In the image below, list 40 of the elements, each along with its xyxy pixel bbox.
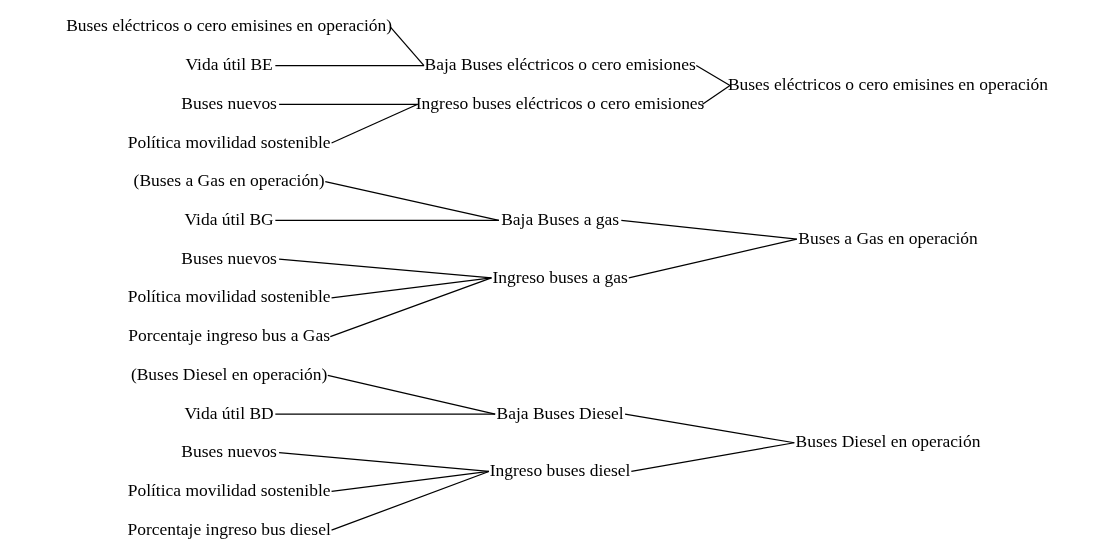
node-text: Ingreso buses eléctricos o cero emisiones — [415, 92, 705, 113]
connector — [624, 413, 795, 444]
connector — [274, 64, 425, 67]
connector — [329, 277, 493, 338]
connector — [620, 219, 798, 240]
node-text: Política movilidad sostenible — [127, 286, 331, 307]
node-text: Baja Buses eléctricos o cero emisiones — [424, 54, 696, 75]
connector — [330, 103, 419, 144]
node-text: Ingreso buses a gas — [492, 266, 628, 287]
node-text: Buses nuevos — [181, 441, 277, 462]
node-text: Política movilidad sostenible — [127, 480, 331, 501]
node-text: Buses a Gas en operación — [798, 227, 978, 248]
node-text: (Buses a Gas en operación) — [133, 170, 325, 191]
connector — [695, 64, 731, 87]
node-text: Buses nuevos — [181, 247, 277, 268]
node-text: Ingreso buses diesel — [489, 460, 631, 481]
node-text: Porcentaje ingreso bus diesel — [127, 518, 331, 539]
connector — [701, 84, 731, 105]
node-text: Buses Diesel en operación — [795, 431, 981, 452]
node-text: (Buses Diesel en operación) — [130, 363, 328, 384]
node-text: Buses eléctricos o cero emisines en operación — [727, 74, 1049, 95]
connector — [330, 470, 490, 531]
node-text: Baja Buses Diesel — [496, 402, 624, 423]
node-text: Vida útil BG — [184, 209, 274, 230]
node-text: Vida útil BE — [185, 54, 273, 75]
connector — [330, 277, 493, 299]
node-text: Política movilidad sostenible — [127, 131, 331, 152]
connector — [278, 103, 419, 105]
connector — [274, 413, 496, 415]
node-text: Porcentaje ingreso bus a Gas — [128, 325, 331, 346]
node-text: Buses eléctricos o cero emisines en operación) — [66, 15, 393, 36]
node-text: Buses nuevos — [181, 92, 277, 113]
connector — [330, 470, 490, 493]
node-text: Vida útil BD — [184, 402, 274, 423]
connector — [324, 181, 500, 222]
connector — [274, 219, 500, 222]
connector — [389, 26, 425, 67]
connector — [628, 238, 798, 279]
node-text: Baja Buses a gas — [501, 209, 620, 230]
connector — [630, 442, 795, 473]
